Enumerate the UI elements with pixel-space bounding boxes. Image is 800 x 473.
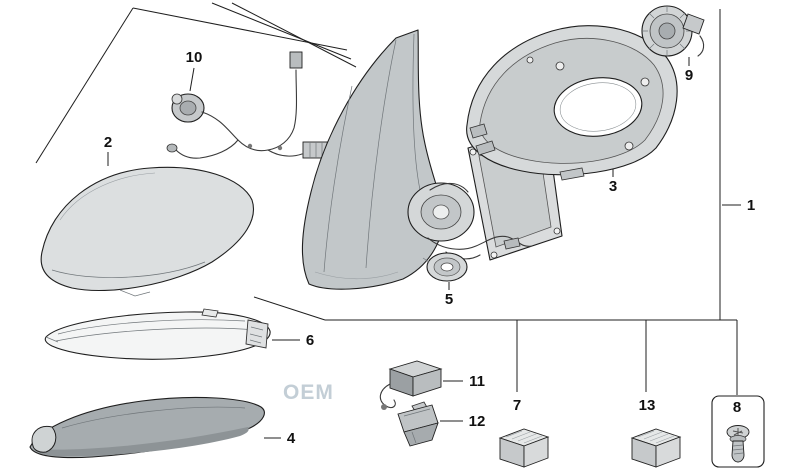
callout-6: 6 [306,332,314,349]
wire-clip [277,145,283,151]
pad-hatch [637,430,675,444]
callout-11: 11 [469,373,485,390]
harness-connector [289,51,303,69]
trim-contour [61,406,246,429]
fan-line [231,2,357,68]
stem-contour [323,85,353,273]
fan-line [211,2,352,60]
actuator-connector [682,13,705,35]
screw-boss [640,77,650,87]
callout-1: 1 [747,197,755,214]
holder-base [403,422,439,447]
cap-rim-line [51,261,206,278]
actuator-hub [658,22,676,40]
callout-3: 3 [609,178,617,195]
callout-12: 12 [469,413,486,430]
stem-foot-edge [314,271,399,280]
stem-contour [412,33,421,191]
lamp-connector [245,319,269,349]
pad-right-face [523,436,549,468]
frame-screw [553,227,561,235]
torx-socket-icon [732,428,744,436]
part-7-pad-drawing [498,428,550,468]
part-3-housing-frame-drawing [466,25,678,181]
part-8-box [711,395,765,468]
leader-10 [189,67,195,92]
actuator-ribs [642,6,692,56]
lens-line [57,319,246,335]
part-11-module-drawing [379,360,443,410]
fan-line [35,7,134,164]
lower-trim-hook [31,425,57,453]
wire [267,69,298,151]
holder-line [403,408,431,417]
frame-bottom-tab [559,167,585,181]
mirror-foot-stem [301,29,445,290]
wire [175,139,239,159]
bracket-diagonal [253,296,326,321]
pad-hatch [505,430,543,444]
part-8-screw-drawing [711,395,765,468]
harness-motor-core [179,100,197,116]
part-5-cap-drawing [422,252,468,282]
part-13-pad-drawing [630,428,682,468]
callout-7: 7 [513,397,521,414]
part-6-turn-signal-drawing [44,308,271,360]
wire [267,149,303,157]
callout-4: 4 [287,430,296,447]
frame-bracket-tab [469,123,488,139]
screw-shaft [731,440,745,463]
callout-10: 10 [186,49,203,66]
callout-5: 5 [445,291,453,308]
pivot-hub [432,204,450,220]
lower-trim-shade [34,427,249,457]
callout-13: 13 [639,397,656,414]
callouts: 10 2 6 4 5 3 9 1 11 12 7 13 8 [104,49,755,447]
callout-2: 2 [104,134,112,151]
screw-boss [624,141,634,151]
assembly-connector [503,237,521,250]
pad-right-face [655,436,681,468]
part-12-bracket-drawing [397,401,439,447]
holder-latch [411,431,417,444]
housing-frame-opening [553,77,643,137]
part-9-drive-motor-drawing [641,5,705,57]
pigtail-connector [381,404,387,410]
screw-boss [526,56,534,64]
frame-screw [469,148,477,156]
connector-hatch [249,326,264,344]
bracket-lines [35,2,738,395]
cap-highlight [59,172,156,221]
lamp-tab [201,308,219,318]
cap-hole [440,262,454,272]
part-10-wiring-harness-drawing [166,51,330,159]
turn-signal-lens [44,311,271,360]
part-4-lower-trim-drawing [29,396,265,459]
lower-trim-body [29,396,265,459]
assembly-wire [429,182,469,193]
callout-8: 8 [733,399,741,416]
callout-9: 9 [685,67,693,84]
screw-boss [555,61,565,71]
harness-motor-cap [171,93,183,105]
actuator-wire [697,35,705,57]
stem-contour [365,39,397,269]
frame-screw [490,251,498,259]
module-side [412,368,442,397]
wire [201,111,269,152]
part-2-mirror-cap-drawing [40,166,254,297]
cap-tab [422,257,430,263]
frame-bracket-tab [475,140,496,156]
lens-line [55,327,257,342]
harness-grommet [166,143,178,153]
mirror-cap-shell [40,166,254,292]
cap-tab [119,289,151,297]
housing-opening-rim [559,82,637,132]
screw-threads [732,444,744,455]
wire-clip [247,143,253,149]
oem-watermark: OEM [283,381,334,404]
lens-tip-line [45,336,59,343]
